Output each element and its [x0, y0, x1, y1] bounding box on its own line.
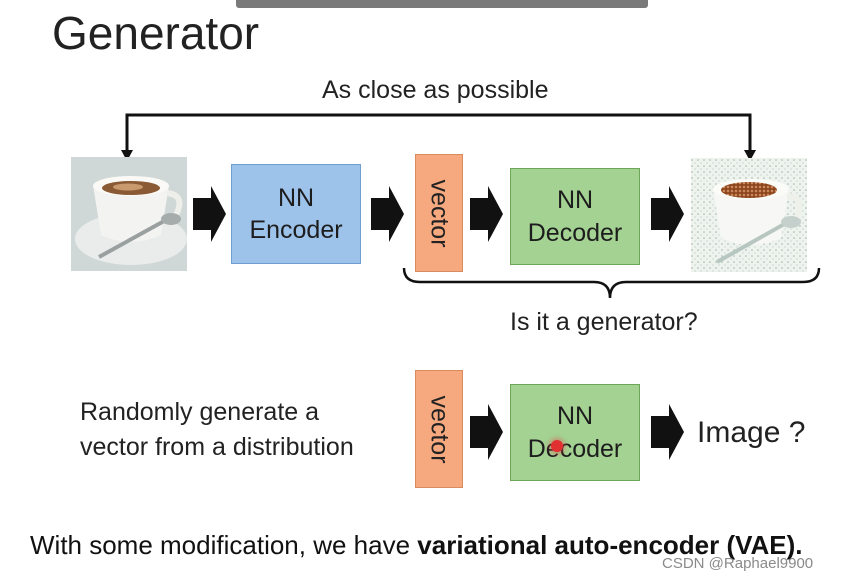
laser-pointer-dot — [551, 440, 563, 452]
nn-decoder-box-top: NN Decoder — [510, 168, 640, 265]
encoder-line1: NN — [277, 183, 315, 212]
bottom-caption: With some modification, we have variatio… — [30, 530, 803, 561]
coffee-cup-image — [71, 157, 187, 271]
nn-decoder-box-bottom: NN Decoder — [510, 384, 640, 481]
caption-prefix: With some modification, we have — [30, 530, 418, 560]
right-arrow-icon — [371, 186, 404, 242]
feedback-arrowhead-left — [121, 150, 133, 161]
decoder-line1: NN — [556, 186, 594, 214]
nn-encoder-box: NN Encoder — [231, 164, 361, 264]
decoder-line1: NN — [556, 402, 594, 430]
vector-label: vector — [425, 178, 454, 248]
image-question-label: Image ? — [697, 416, 806, 449]
random-text-line1: Randomly generate a — [80, 398, 320, 426]
is-it-generator-label: Is it a generator? — [510, 308, 698, 336]
vector-box-bottom: vector — [415, 370, 463, 488]
right-arrow-icon — [193, 186, 226, 242]
right-arrow-icon — [651, 404, 684, 460]
vector-label: vector — [425, 394, 454, 464]
slide-title: Generator — [52, 7, 260, 59]
right-arrow-icon — [470, 186, 503, 242]
right-arrow-icon — [470, 404, 503, 460]
feedback-arrowhead-right — [744, 150, 756, 161]
feedback-line — [125, 113, 752, 152]
random-text-line2: vector from a distribution — [80, 433, 354, 461]
decoder-line2: Decoder — [527, 434, 623, 463]
caption-bold: variational auto-encoder (VAE). — [417, 530, 803, 560]
top-scrollbar — [236, 0, 648, 8]
right-arrow-icon — [651, 186, 684, 242]
decoder-line2: Decoder — [527, 218, 623, 247]
as-close-as-possible-label: As close as possible — [322, 76, 549, 104]
watermark: CSDN @Raphael9900 — [662, 555, 814, 572]
reconstructed-coffee-image — [691, 158, 807, 272]
brace-icon — [402, 267, 821, 299]
vector-box-top: vector — [415, 154, 463, 272]
encoder-line2: Encoder — [249, 216, 343, 244]
